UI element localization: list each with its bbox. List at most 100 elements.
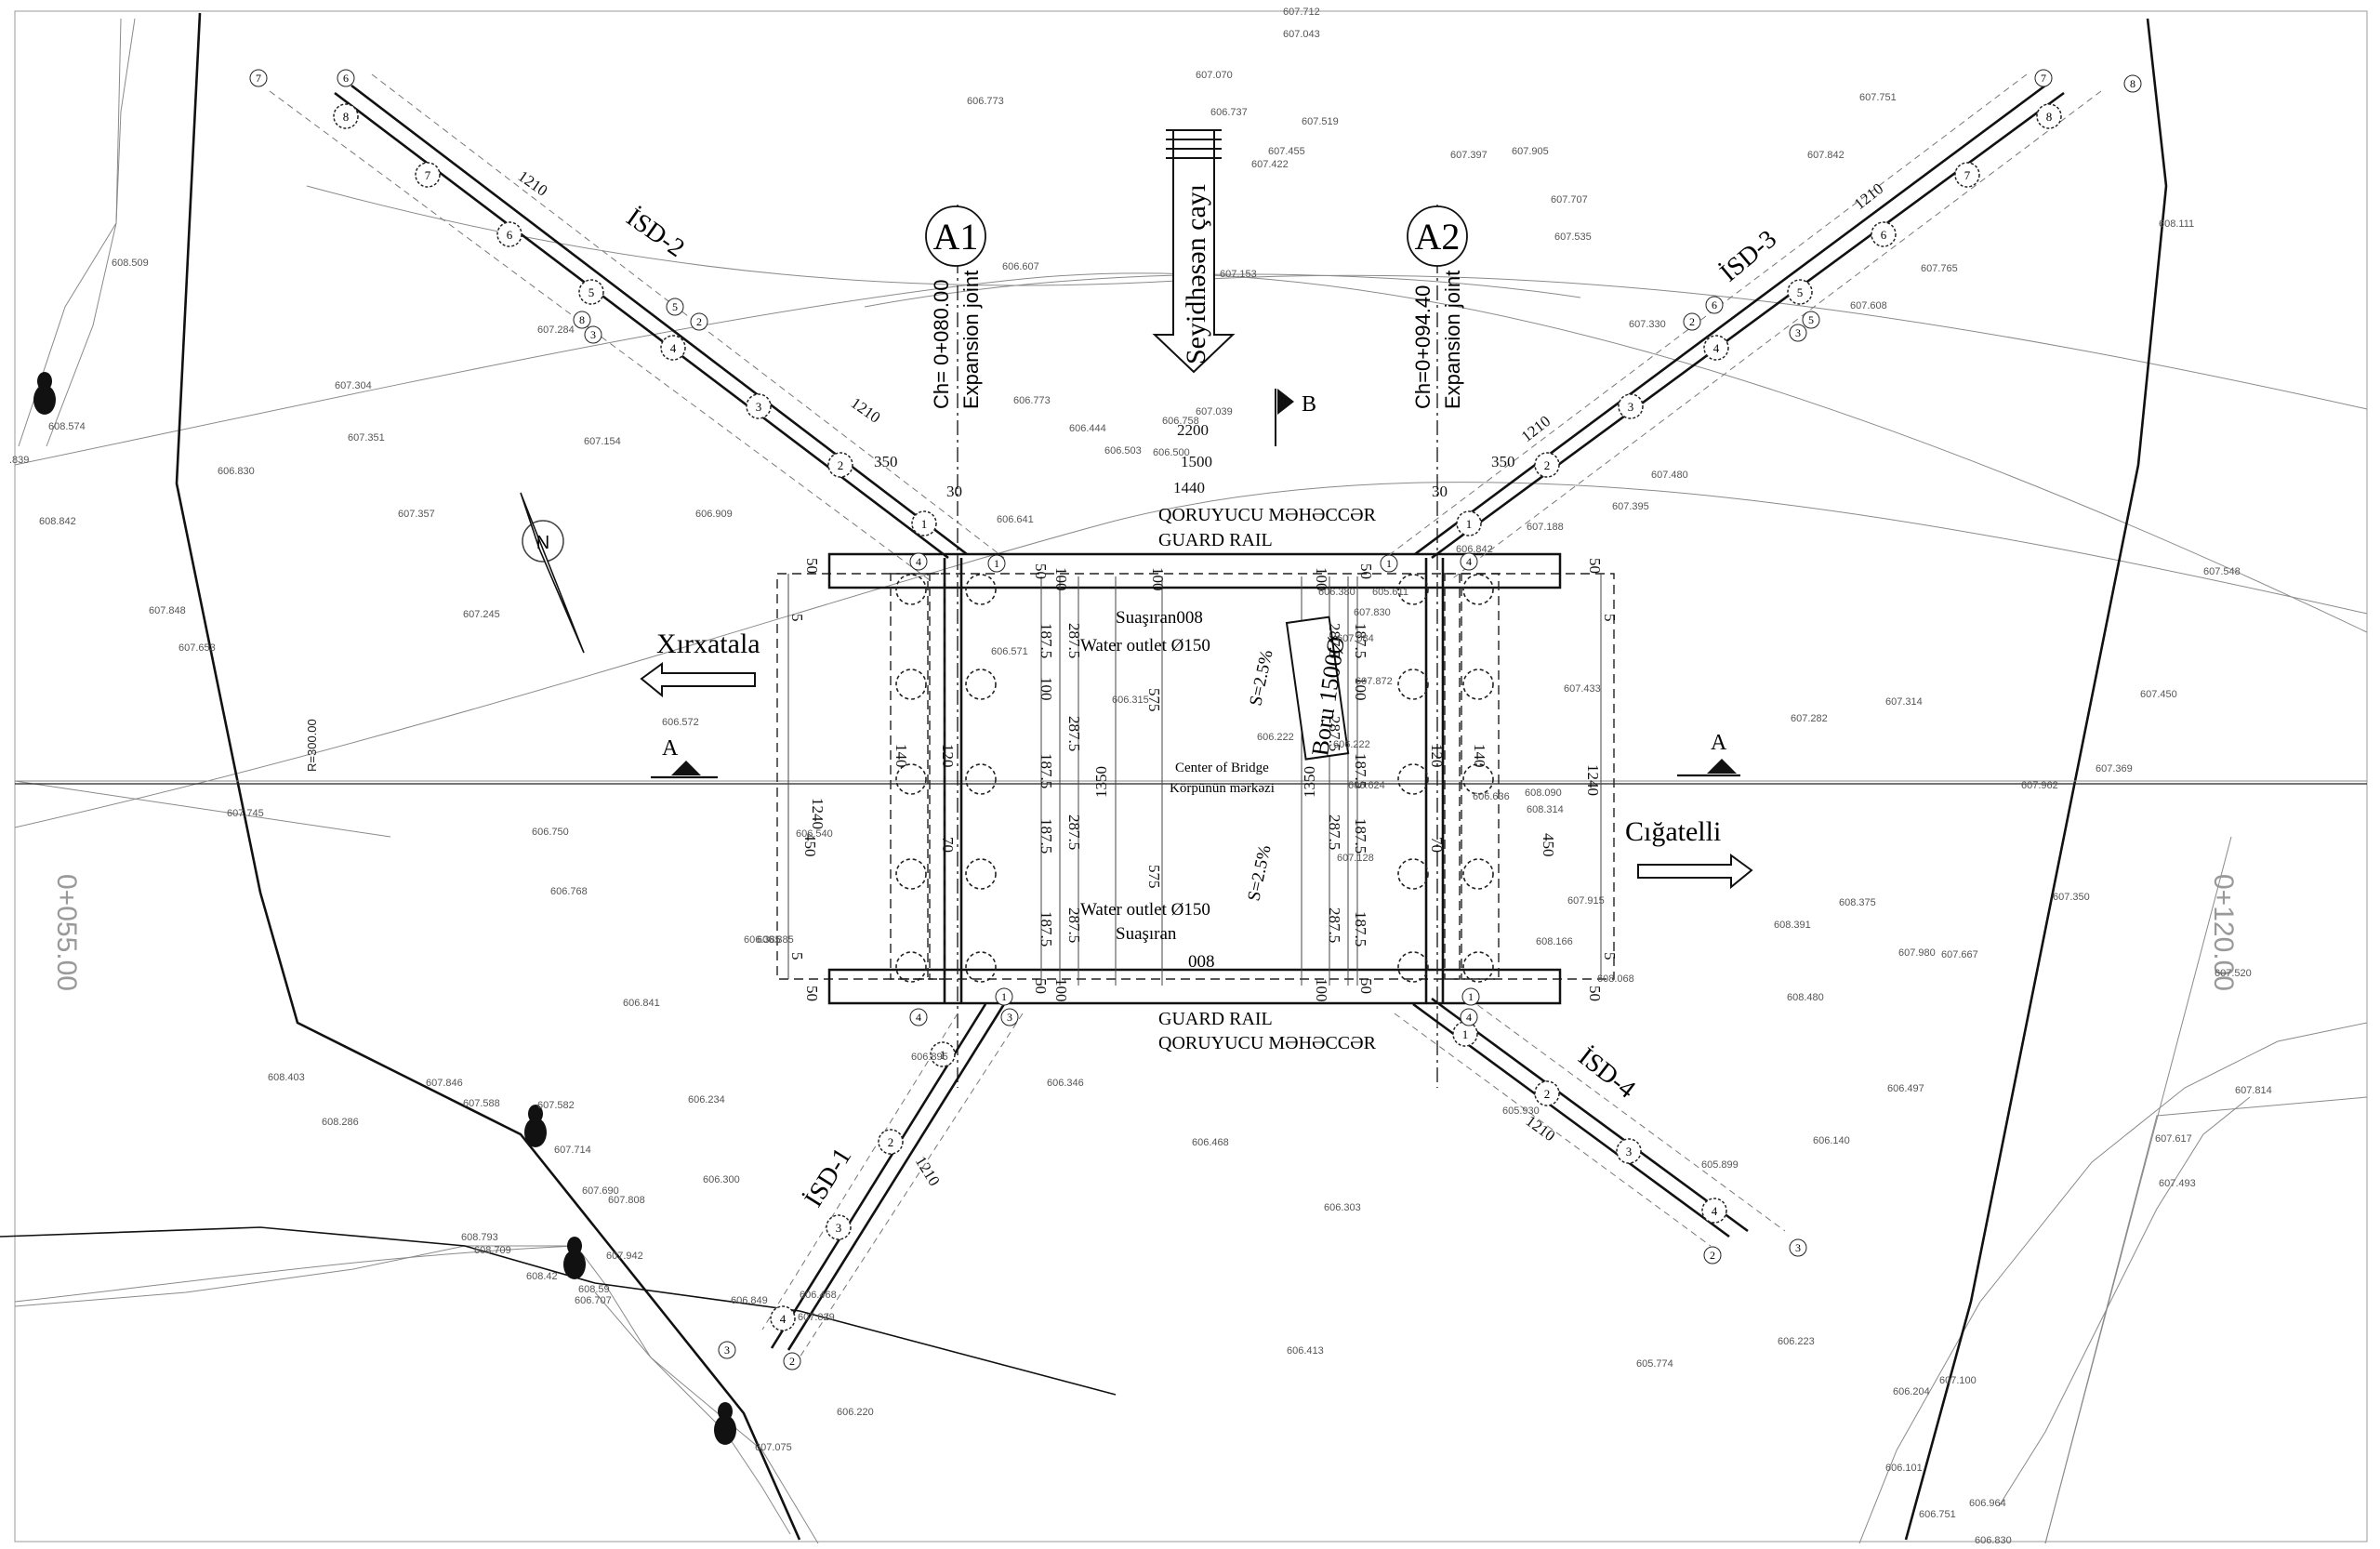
dim-2200: 2200	[1177, 421, 1209, 439]
pile-right-8	[1462, 763, 1494, 795]
svg-text:3: 3	[590, 328, 596, 341]
svg-text:1: 1	[1462, 1027, 1469, 1041]
wing-wall-piles: 8 7 6 5 4 3 2 1 8 7 6 5 4 3 2 1 1 2 3 4 …	[333, 103, 2062, 1331]
spot-level: 607.520	[2215, 968, 2252, 979]
spot-level: 607.153	[1220, 269, 1257, 280]
svg-text:6: 6	[343, 72, 349, 85]
spot-level: 607.608	[1850, 300, 1887, 311]
svg-text:2: 2	[1544, 1087, 1551, 1101]
spot-level: 606.849	[731, 1295, 768, 1306]
tree-icons	[33, 372, 736, 1445]
spot-level: 606.895	[911, 1052, 948, 1063]
svg-text:7: 7	[256, 72, 261, 85]
svg-text:2: 2	[838, 458, 844, 472]
code-008: 008	[1188, 952, 1215, 972]
spot-level: 607.814	[2235, 1085, 2272, 1096]
spot-level: 607.519	[1302, 116, 1339, 127]
svg-text:5: 5	[672, 300, 678, 313]
slope-bottom: S=2.5%	[1244, 843, 1275, 903]
road-centerline	[15, 780, 2367, 785]
dim-30-left: 30	[946, 483, 962, 500]
station-right-label: 0+120.00	[2208, 874, 2239, 991]
spot-level: 608.574	[48, 421, 86, 432]
dim-2875-a: 287.5	[1065, 623, 1083, 658]
pile-left-1	[895, 574, 927, 605]
spot-level: 606.503	[1104, 445, 1142, 457]
isd1-label: İSD-1	[800, 1143, 858, 1211]
dim-1240-left: 1240	[809, 798, 826, 829]
pile-right-7	[1462, 669, 1494, 700]
svg-text:5: 5	[1797, 285, 1804, 299]
spot-level: 607.830	[1354, 607, 1391, 618]
section-a-right-label: A	[1711, 731, 1727, 755]
dim-350-left: 350	[874, 453, 898, 470]
spot-level: 607.433	[1564, 683, 1601, 695]
spot-level: 606.540	[796, 828, 833, 840]
spot-level: 606.842	[1456, 544, 1493, 555]
spot-level: 606.773	[967, 96, 1004, 107]
pile-right-9	[1462, 858, 1494, 890]
isd2-piles: 8 7 6 5 4 3 2 1	[333, 103, 937, 536]
svg-text:2: 2	[696, 315, 702, 328]
spot-level: 608.42	[526, 1271, 558, 1282]
svg-text:4: 4	[1466, 1011, 1472, 1024]
spot-level: 606.830	[218, 466, 255, 477]
dim-2875-f: 287.5	[1326, 716, 1343, 751]
spot-level: 607.304	[335, 380, 372, 391]
spot-level: 607.039	[1196, 406, 1233, 417]
dim-50-e: 50	[803, 558, 821, 574]
dim-350-right: 350	[1491, 453, 1515, 470]
dim-1500: 1500	[1181, 453, 1212, 470]
dim-2875-b: 287.5	[1065, 716, 1083, 751]
svg-text:5: 5	[1808, 313, 1814, 326]
svg-text:1: 1	[1468, 990, 1474, 1003]
pile-left-3	[895, 763, 927, 795]
dim-100-a: 100	[1052, 567, 1070, 591]
spot-level: 606.303	[1324, 1202, 1361, 1213]
spot-level: 606.220	[837, 1407, 874, 1418]
spot-level: 607.582	[537, 1100, 575, 1111]
dim-1210-isd2-lower: 1210	[848, 394, 884, 427]
svg-text:5: 5	[588, 285, 595, 299]
dim-1875-a: 187.5	[1038, 623, 1055, 658]
slope-top: S=2.5%	[1246, 648, 1276, 708]
dim-1210-isd1: 1210	[912, 1153, 944, 1189]
dim-70-left: 70	[939, 837, 957, 853]
spot-level: 606.234	[688, 1094, 725, 1105]
section-a-left-label: A	[662, 736, 679, 761]
guard-rail-az-bottom: QORUYUCU MƏHƏCCƏR	[1158, 1033, 1377, 1053]
spot-level: 607.084	[1337, 633, 1374, 644]
spot-level: 606.830	[1975, 1535, 2012, 1546]
spot-level: 607.422	[1251, 159, 1289, 170]
svg-text:3: 3	[1628, 400, 1634, 414]
drawing-frame	[14, 10, 2368, 1542]
spot-level: 607.284	[537, 324, 575, 336]
dim-1440: 1440	[1173, 479, 1205, 496]
spot-level: 607.493	[2159, 1178, 2196, 1189]
spot-level: 607.848	[149, 605, 186, 616]
svg-text:3: 3	[1795, 326, 1801, 339]
spot-level: 607.397	[1450, 150, 1488, 161]
spot-level: 608.314	[1527, 804, 1564, 815]
spot-level: 605.611	[1372, 587, 1408, 598]
section-b-label: B	[1302, 392, 1316, 417]
section-a-left: A	[651, 736, 718, 779]
pile-right-2	[1397, 669, 1429, 700]
expansion-joint-a2: Expansion joint	[1441, 271, 1464, 409]
spot-level: 608.166	[1536, 936, 1573, 947]
svg-text:2: 2	[1689, 315, 1695, 328]
spot-level: 605.899	[1701, 1159, 1739, 1171]
spot-level: 607.653	[178, 642, 216, 654]
spot-level: 608.375	[1839, 897, 1876, 908]
spot-level: 606.571	[991, 646, 1028, 657]
suasiran-top: Suaşıran008	[1116, 608, 1203, 628]
dim-1210-isd3-lower: 1210	[1518, 412, 1554, 445]
svg-text:2: 2	[1544, 458, 1551, 472]
spot-level: 608.111	[2159, 218, 2194, 230]
svg-text:4: 4	[1466, 555, 1472, 568]
dim-50-h: 50	[1586, 986, 1604, 1001]
spot-level: 606.315	[1112, 695, 1149, 706]
svg-text:2: 2	[1710, 1249, 1715, 1262]
spot-level: 607.808	[608, 1195, 645, 1206]
tree-icon	[714, 1402, 736, 1445]
